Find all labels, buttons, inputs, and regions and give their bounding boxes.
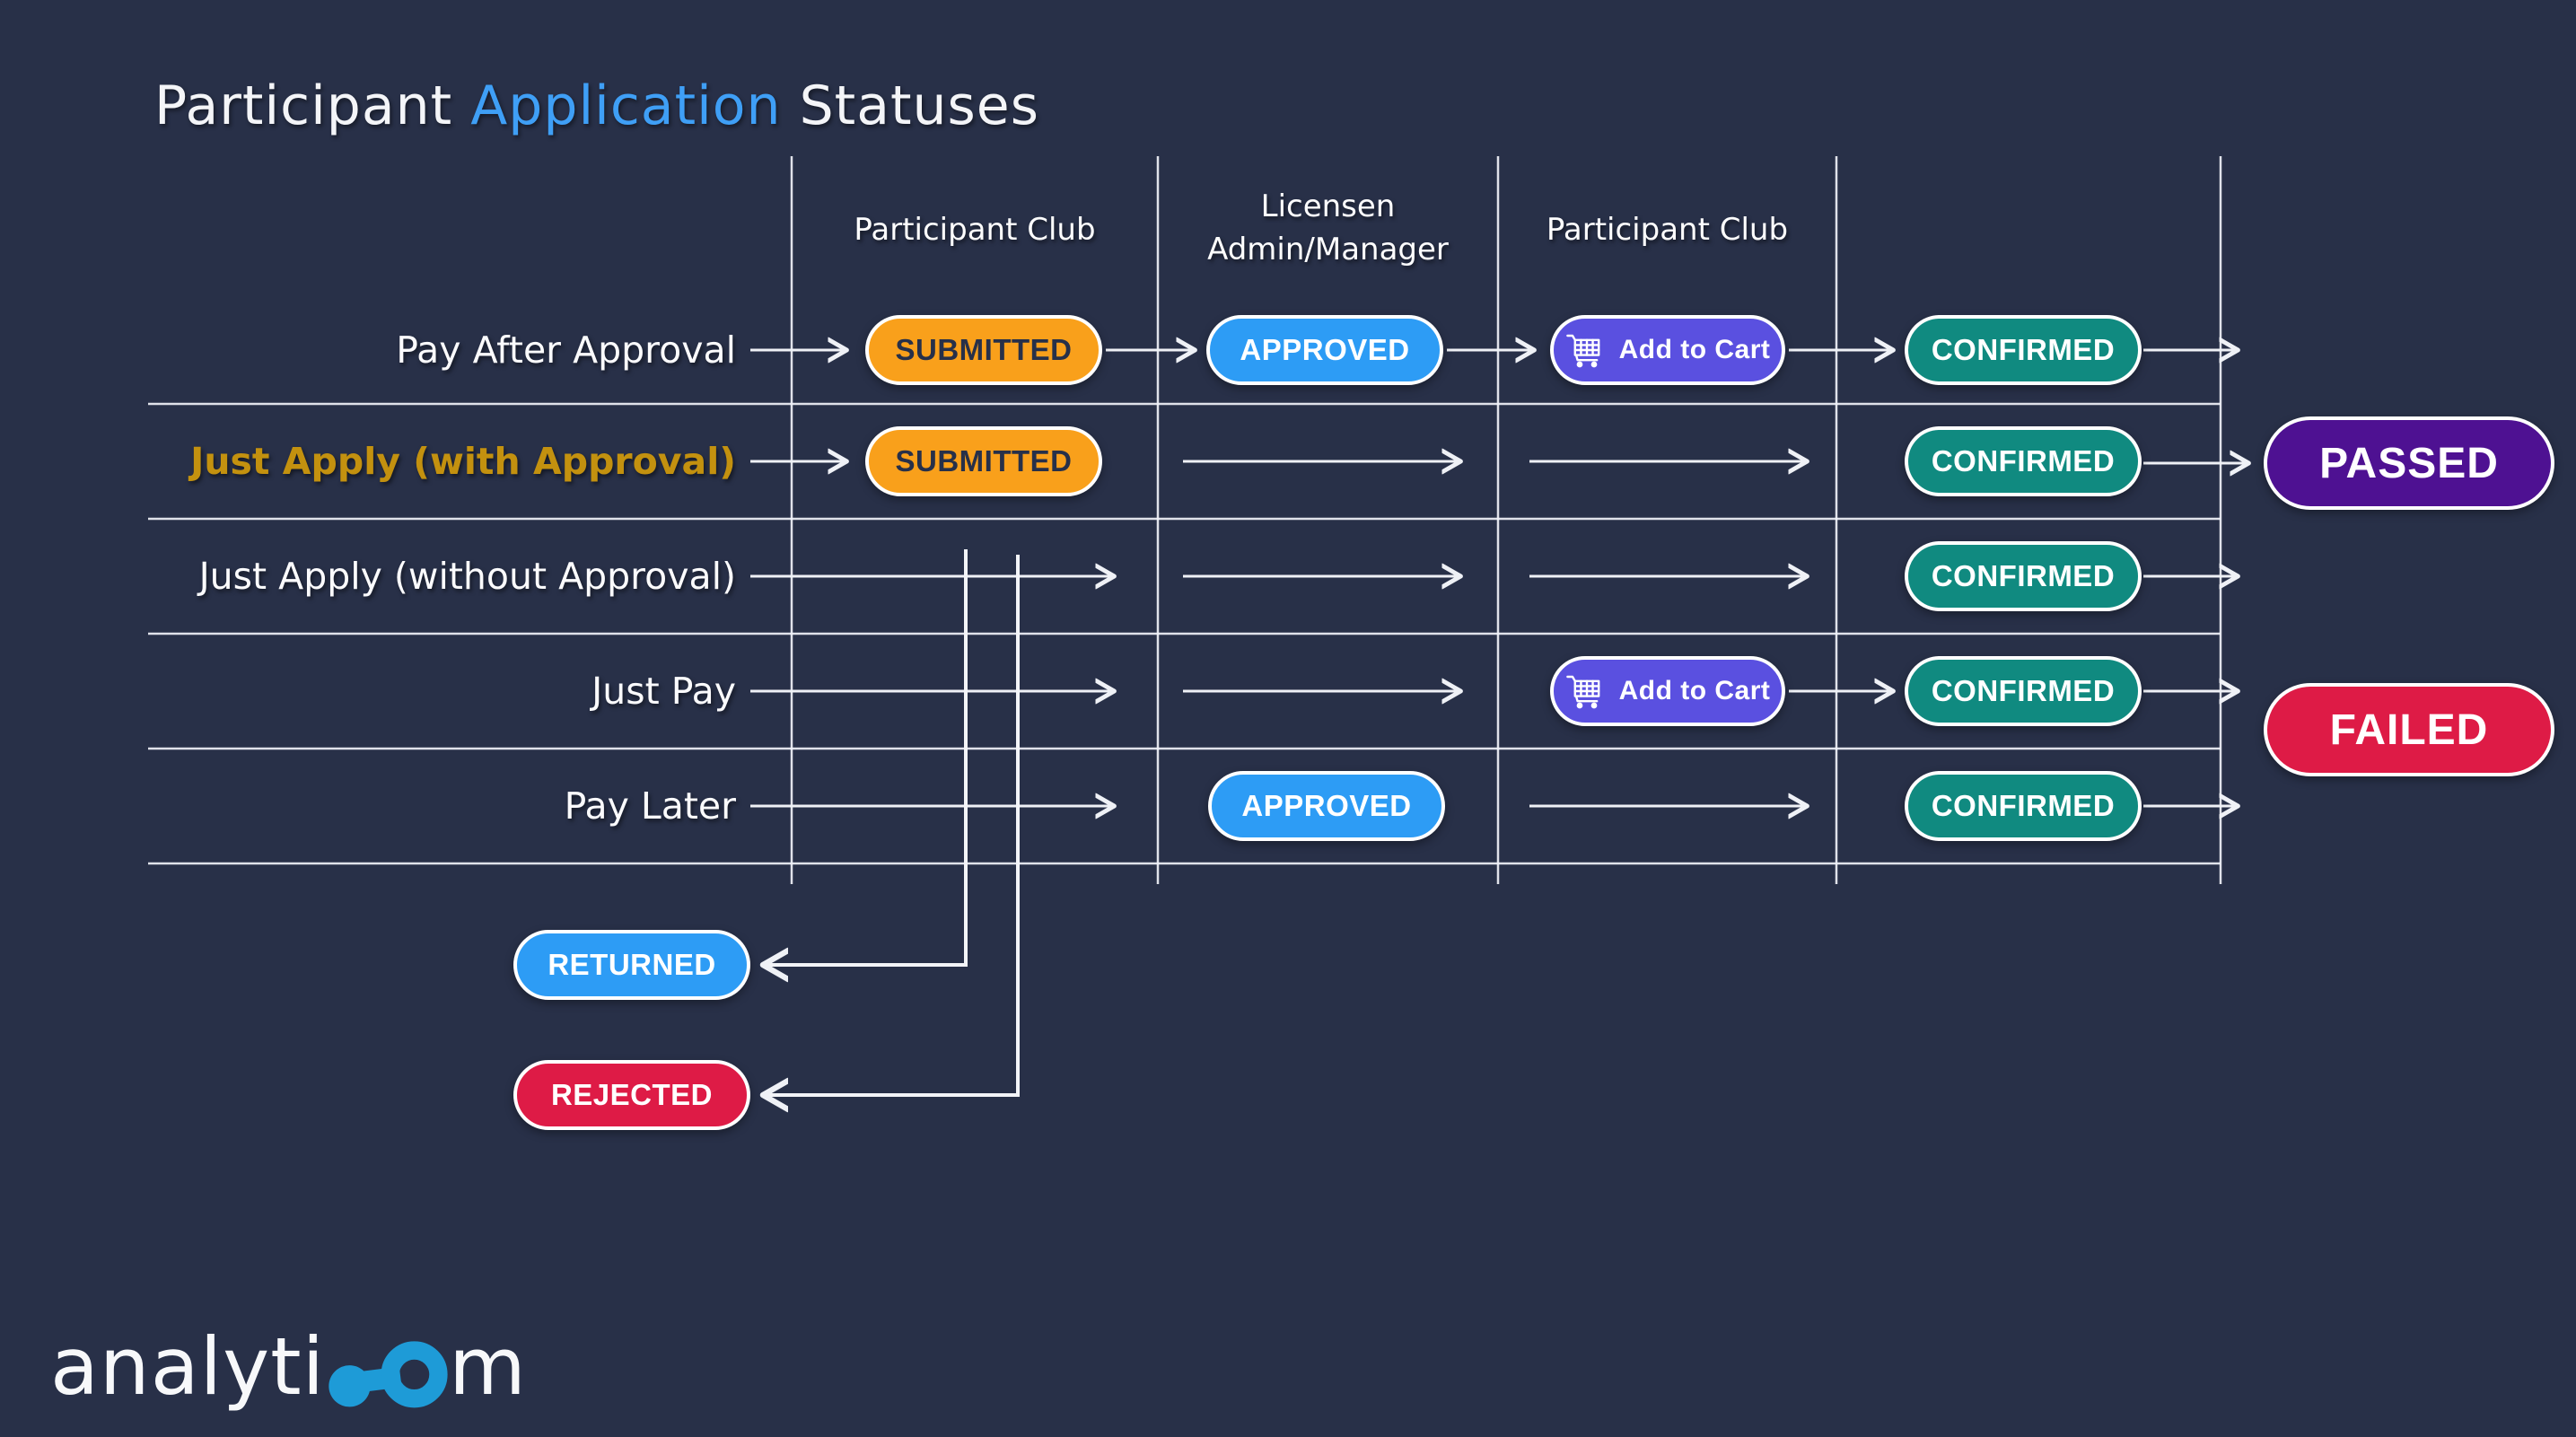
column-header-participant-club-2: Participant Club xyxy=(1500,208,1835,251)
column-header-participant-club-1: Participant Club xyxy=(793,208,1156,251)
column-header-text: Participant Club xyxy=(854,212,1096,248)
shopping-cart-icon xyxy=(1565,675,1599,709)
analyticom-logo: analyti m xyxy=(50,1312,527,1420)
shopping-cart-icon xyxy=(1565,334,1599,368)
add-to-cart-button: Add to Cart xyxy=(1550,656,1785,726)
add-to-cart-button: Add to Cart xyxy=(1550,315,1785,385)
grid-vertical-lines xyxy=(790,156,2222,884)
row-label-just-apply-without-approval: Just Apply (without Approval) xyxy=(198,555,736,598)
flow-arrows xyxy=(750,350,2247,806)
status-pill-submitted: SUBMITTED xyxy=(865,426,1102,496)
grid-horizontal-lines xyxy=(148,402,2221,865)
logo-text-suffix: m xyxy=(449,1319,527,1413)
status-pill-submitted: SUBMITTED xyxy=(865,315,1102,385)
status-pill-confirmed: CONFIRMED xyxy=(1905,315,2142,385)
add-to-cart-label: Add to Cart xyxy=(1618,335,1771,364)
add-to-cart-label: Add to Cart xyxy=(1618,676,1771,705)
title-prefix: Participant xyxy=(154,74,471,137)
column-header-text: Licensen xyxy=(1260,188,1396,224)
column-header-text: Admin/Manager xyxy=(1207,232,1449,267)
status-pill-confirmed: CONFIRMED xyxy=(1905,541,2142,611)
title-accent: Application xyxy=(470,74,782,137)
return-reject-connectors xyxy=(765,549,1020,1095)
status-pill-confirmed: CONFIRMED xyxy=(1905,426,2142,496)
page-title: Participant Application Statuses xyxy=(154,70,1039,142)
column-header-license-admin: Licensen Admin/Manager xyxy=(1160,185,1496,271)
row-label-pay-after-approval: Pay After Approval xyxy=(396,329,736,372)
status-pill-confirmed: CONFIRMED xyxy=(1905,656,2142,726)
status-pill-passed: PASSED xyxy=(2264,416,2554,510)
logo-text-prefix: analyti xyxy=(50,1319,326,1413)
status-pill-approved: APPROVED xyxy=(1208,771,1445,841)
title-suffix: Statuses xyxy=(781,74,1039,137)
status-pill-approved: APPROVED xyxy=(1206,315,1443,385)
row-label-pay-later: Pay Later xyxy=(564,784,736,828)
status-pill-rejected: REJECTED xyxy=(513,1060,750,1130)
row-label-just-pay: Just Pay xyxy=(591,670,736,713)
status-pill-confirmed: CONFIRMED xyxy=(1905,771,2142,841)
row-label-just-apply-with-approval: Just Apply (with Approval) xyxy=(190,440,736,483)
logo-co-link-icon xyxy=(329,1340,448,1407)
status-pill-returned: RETURNED xyxy=(513,930,750,1000)
column-header-text: Participant Club xyxy=(1546,212,1789,248)
status-pill-failed: FAILED xyxy=(2264,683,2554,776)
